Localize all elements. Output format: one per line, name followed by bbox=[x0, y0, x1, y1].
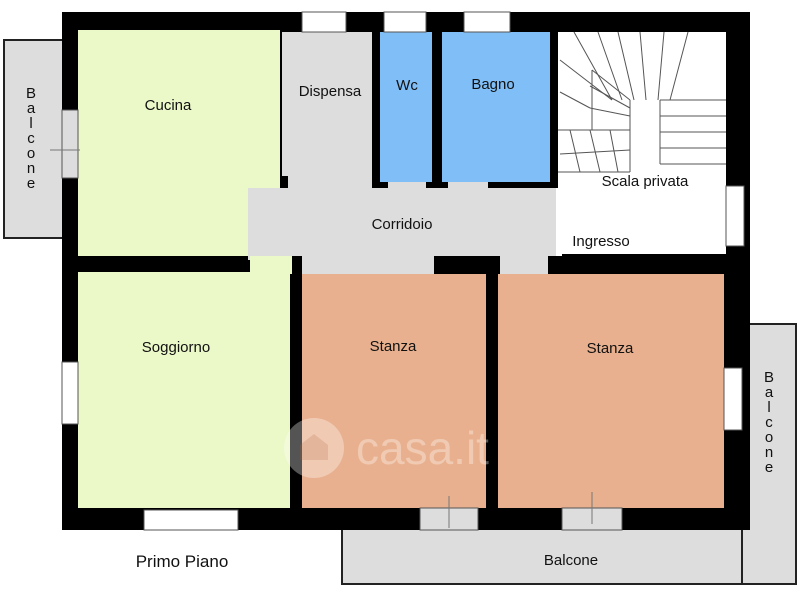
balcone-left-area bbox=[3, 39, 65, 239]
soggiorno-room bbox=[78, 272, 290, 508]
doorway-dispensa bbox=[288, 176, 372, 188]
cucina-room bbox=[78, 30, 280, 256]
window-soggiorno bbox=[61, 361, 79, 425]
label-dispensa: Dispensa bbox=[299, 83, 362, 100]
doorway-wc bbox=[388, 182, 426, 192]
watermark-text: casa.it bbox=[356, 422, 489, 474]
window-stanza-2 bbox=[723, 367, 743, 431]
balcone-right-area bbox=[741, 323, 797, 585]
staircase bbox=[558, 31, 726, 173]
scala-room bbox=[558, 32, 726, 254]
wc-room bbox=[380, 32, 432, 182]
window-soggiorno-bottom bbox=[143, 509, 239, 531]
doorway-ingresso bbox=[556, 188, 562, 256]
corridoio-room bbox=[248, 188, 558, 256]
casa-it-watermark: casa.it bbox=[284, 418, 489, 478]
doorway-stanza-1 bbox=[302, 256, 434, 274]
window-dispensa bbox=[301, 11, 347, 33]
label-cucina: Cucina bbox=[145, 97, 192, 114]
doorway-bagno bbox=[448, 182, 488, 192]
label-scala: Scala privata bbox=[602, 173, 689, 190]
floor-label: Primo Piano bbox=[136, 552, 229, 571]
label-bagno: Bagno bbox=[471, 76, 514, 93]
stanza-2-room bbox=[498, 274, 724, 508]
label-corridoio: Corridoio bbox=[372, 216, 433, 233]
window-wc bbox=[383, 11, 427, 33]
windows bbox=[61, 11, 745, 531]
label-soggiorno: Soggiorno bbox=[142, 339, 210, 356]
label-stanza-2: Stanza bbox=[587, 340, 634, 357]
label-balcone-bottom: Balcone bbox=[544, 552, 598, 569]
watermark-logo-icon bbox=[284, 418, 344, 478]
label-stanza-1: Stanza bbox=[370, 338, 417, 355]
window-scala bbox=[725, 185, 745, 247]
bagno-room bbox=[442, 32, 550, 182]
dispensa-room bbox=[282, 32, 372, 176]
label-ingresso: Ingresso bbox=[572, 233, 630, 250]
doorway-cucina bbox=[248, 240, 288, 260]
door-cucina-balcone bbox=[61, 109, 79, 179]
label-wc: Wc bbox=[396, 77, 418, 94]
doorway-soggiorno bbox=[250, 256, 292, 274]
stanza-1-room bbox=[302, 274, 486, 508]
window-bagno bbox=[463, 11, 511, 33]
doorway-stanza-2 bbox=[500, 256, 548, 274]
